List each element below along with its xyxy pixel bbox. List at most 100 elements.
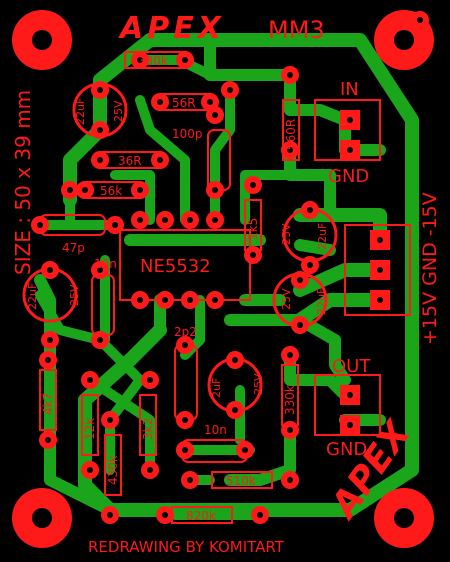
- resistor-510k-label: 510k: [226, 474, 256, 488]
- pad-hole: [82, 187, 88, 193]
- pad-hole: [232, 357, 238, 363]
- pad-hole: [212, 217, 218, 223]
- resistor-4k7-body: [39, 369, 57, 431]
- pad-hole: [250, 252, 256, 258]
- cap-25v-a-label: 25V: [112, 100, 125, 122]
- pad-hole: [45, 437, 51, 443]
- resistor-4k7-label: 4k7: [41, 393, 55, 415]
- pad-hole: [47, 267, 53, 273]
- connector-in-gnd-label: GND: [328, 166, 369, 187]
- pad-hole: [182, 57, 188, 63]
- pads: [31, 11, 429, 524]
- cap-25v-e-label: 25V: [252, 373, 265, 395]
- cap-25v-d-label: 25V: [280, 288, 293, 310]
- pad-hole: [307, 207, 313, 213]
- resistor-12k-body: [81, 394, 99, 456]
- pad-hole: [287, 427, 293, 433]
- pad-hole: [377, 237, 383, 243]
- mounting-holes: [12, 10, 434, 548]
- pad-hole: [212, 187, 218, 193]
- pad-hole: [287, 352, 293, 358]
- pad-hole: [307, 262, 313, 268]
- pad-hole: [147, 467, 153, 473]
- pad-hole: [157, 157, 163, 163]
- pad-hole: [147, 377, 153, 383]
- resistor-330k-top-label: 330k: [138, 54, 168, 68]
- pad-hole: [67, 187, 73, 193]
- pad-hole: [347, 422, 353, 428]
- pad-hole: [187, 297, 193, 303]
- pad-hole: [87, 467, 93, 473]
- resistor-1k5-label: 1k5: [246, 218, 260, 240]
- connector-out-gnd-label: GND: [326, 439, 367, 460]
- pad-hole: [162, 297, 168, 303]
- cap-2p2-label: 2p2: [174, 325, 197, 339]
- resistor-430k-label: 430k: [106, 455, 120, 485]
- cap-22uf-b-label: 22uF: [26, 283, 39, 310]
- resistor-36r-label: 36R: [118, 154, 142, 168]
- resistor-820k-label: 820k: [186, 509, 216, 523]
- pad-hole: [107, 417, 113, 423]
- pad-hole: [257, 512, 263, 518]
- pad-hole: [162, 512, 168, 518]
- cap-25v-c-label: 25V: [280, 223, 293, 245]
- ic-label: NE5532: [140, 256, 211, 277]
- cap-47p-label: 47p: [62, 241, 85, 255]
- pad-hole: [182, 417, 188, 423]
- resistor-3k2-body: [139, 394, 157, 456]
- cap-2uf-label: 2uF: [210, 378, 223, 398]
- pad-hole: [137, 297, 143, 303]
- cap-100p-label: 100p: [172, 127, 203, 141]
- pad-hole: [137, 217, 143, 223]
- pad-hole: [232, 407, 238, 413]
- pad-hole: [212, 297, 218, 303]
- pad-hole: [47, 337, 53, 343]
- pad-hole: [37, 222, 43, 228]
- cap-10n-a-label: 10n: [94, 257, 117, 271]
- mounting-hole-bottom-right: [374, 488, 434, 548]
- pad-hole: [347, 117, 353, 123]
- pad-hole: [417, 17, 423, 23]
- pad-hole: [287, 147, 293, 153]
- pad-hole: [137, 187, 143, 193]
- pad-hole: [97, 87, 103, 93]
- pad-hole: [137, 57, 143, 63]
- pad-hole: [162, 217, 168, 223]
- pad-hole: [97, 337, 103, 343]
- pad-hole: [97, 267, 103, 273]
- power-label: +15V GND -15V: [419, 192, 441, 345]
- resistor-430k-body: [104, 434, 122, 496]
- size-label: SIZE : 50 x 39 mm: [11, 90, 35, 275]
- pad-hole: [107, 512, 113, 518]
- resistor-560r-body: [282, 99, 300, 161]
- pad-hole: [112, 222, 118, 228]
- pad-hole: [297, 277, 303, 283]
- pad-hole: [212, 112, 218, 118]
- pad-hole: [347, 147, 353, 153]
- pad-hole: [97, 127, 103, 133]
- cap-25v-b-label: 25V: [68, 284, 81, 306]
- pad-hole: [287, 477, 293, 483]
- resistor-510k-body: [211, 471, 273, 489]
- connector-power-body: [344, 224, 411, 316]
- resistor-560r-label: 560R: [284, 119, 298, 150]
- pad-hole: [97, 157, 103, 163]
- pad-hole: [207, 99, 213, 105]
- mounting-hole-bottom-left: [12, 488, 72, 548]
- pad-hole: [287, 72, 293, 78]
- model-label: MM3: [268, 16, 325, 44]
- pad-hole: [347, 392, 353, 398]
- cap-22uf-d-label: 22uF: [315, 288, 328, 315]
- pad-hole: [45, 357, 51, 363]
- pad-hole: [250, 182, 256, 188]
- cap-22uf-a-label: 22uF: [74, 98, 87, 125]
- connector-in-label: IN: [340, 79, 359, 100]
- pad-hole: [157, 99, 163, 105]
- pad-hole: [377, 297, 383, 303]
- pad-hole: [242, 447, 248, 453]
- resistor-56r-label: 56R: [172, 96, 196, 110]
- brand-title: APEX: [118, 11, 225, 46]
- resistor-330k-bottom-label: 330k: [283, 385, 297, 415]
- resistor-3k2-label: 3k2: [141, 418, 155, 440]
